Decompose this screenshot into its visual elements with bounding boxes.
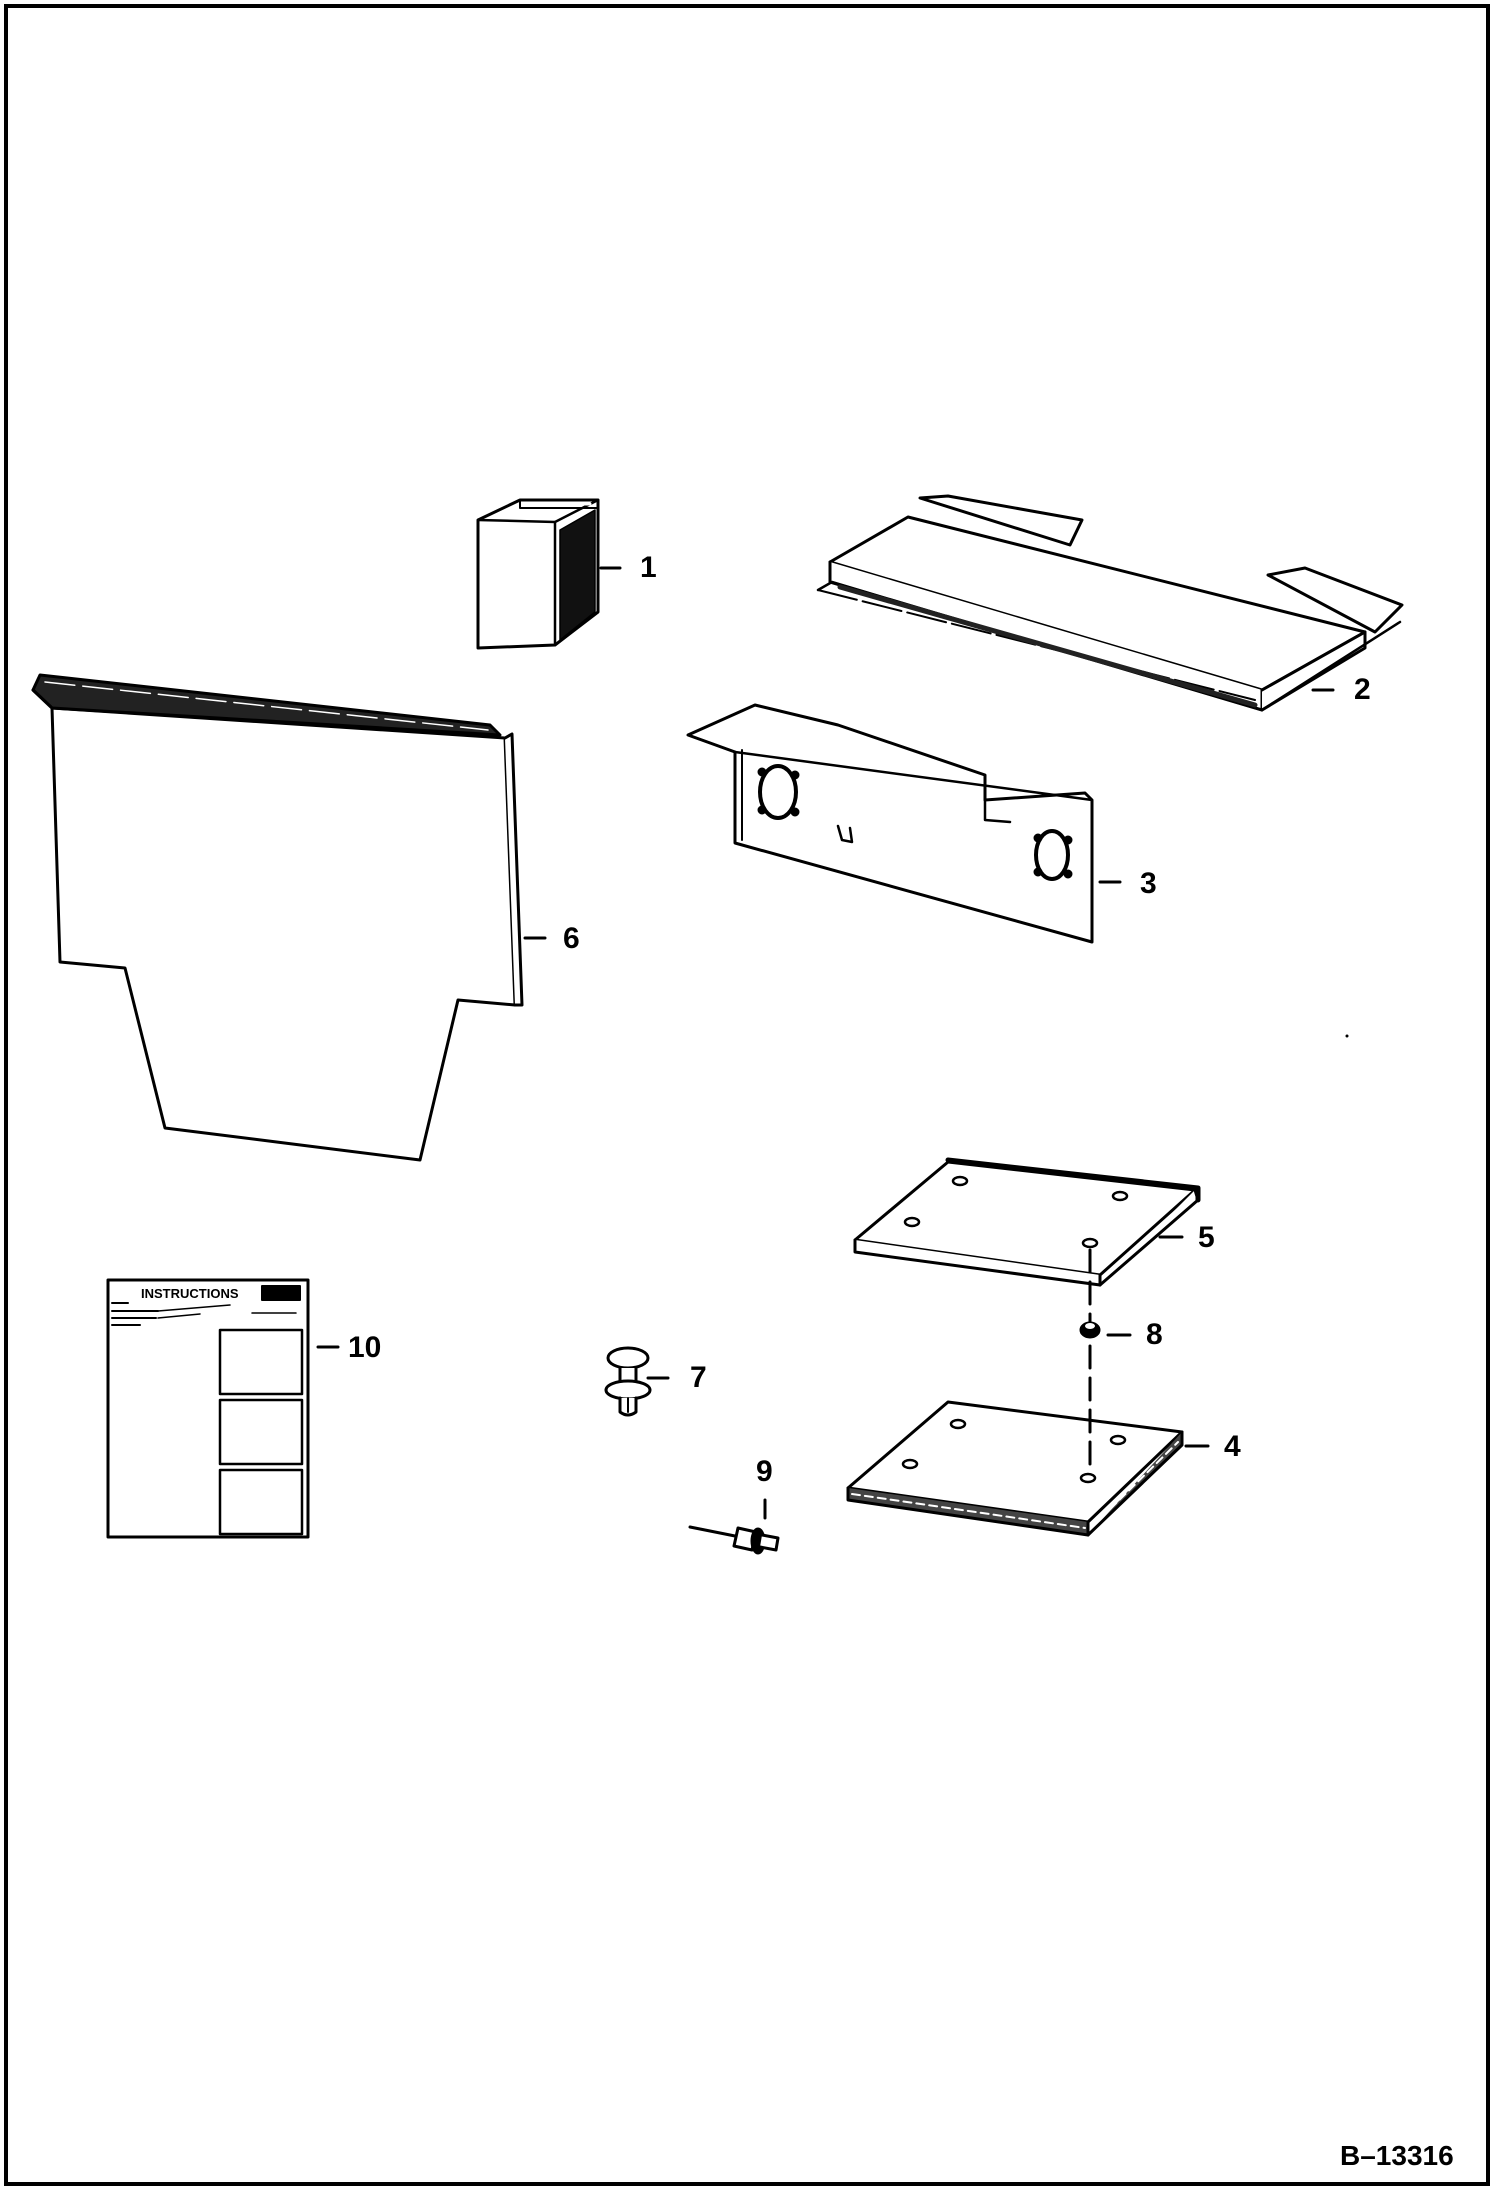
- callout-3: 3: [1140, 867, 1157, 900]
- part-5-upper-plate: [853, 1157, 1201, 1287]
- callout-7: 7: [690, 1361, 707, 1394]
- leader-lines: [316, 566, 1335, 1520]
- part-7-fastener: [604, 1346, 652, 1417]
- drawing-border: [4, 4, 1490, 2186]
- part-1-filter-block: [476, 498, 600, 650]
- callout-10: 10: [348, 1331, 382, 1364]
- callout-4: 4: [1224, 1430, 1241, 1463]
- callout-6: 6: [563, 922, 580, 955]
- part-2-top-cover: [816, 494, 1404, 712]
- callout-8: 8: [1146, 1318, 1163, 1351]
- stray-mark: [1345, 1034, 1349, 1038]
- figure-id: B–13316: [1340, 2140, 1454, 2171]
- part-10-instruction-sheet: [106, 1278, 310, 1539]
- instruction-sheet-heading: INSTRUCTIONS: [141, 1286, 239, 1301]
- part-6-panel: [31, 673, 524, 1162]
- callout-1: 1: [640, 551, 657, 584]
- part-8-grommet: [1079, 1321, 1101, 1339]
- part-4-lower-pad: [846, 1400, 1184, 1537]
- callout-2: 2: [1354, 673, 1371, 706]
- part-9-rivet: [688, 1525, 780, 1555]
- callout-9: 9: [756, 1455, 773, 1488]
- callout-5: 5: [1198, 1221, 1215, 1254]
- part-3-bracket: [686, 703, 1094, 944]
